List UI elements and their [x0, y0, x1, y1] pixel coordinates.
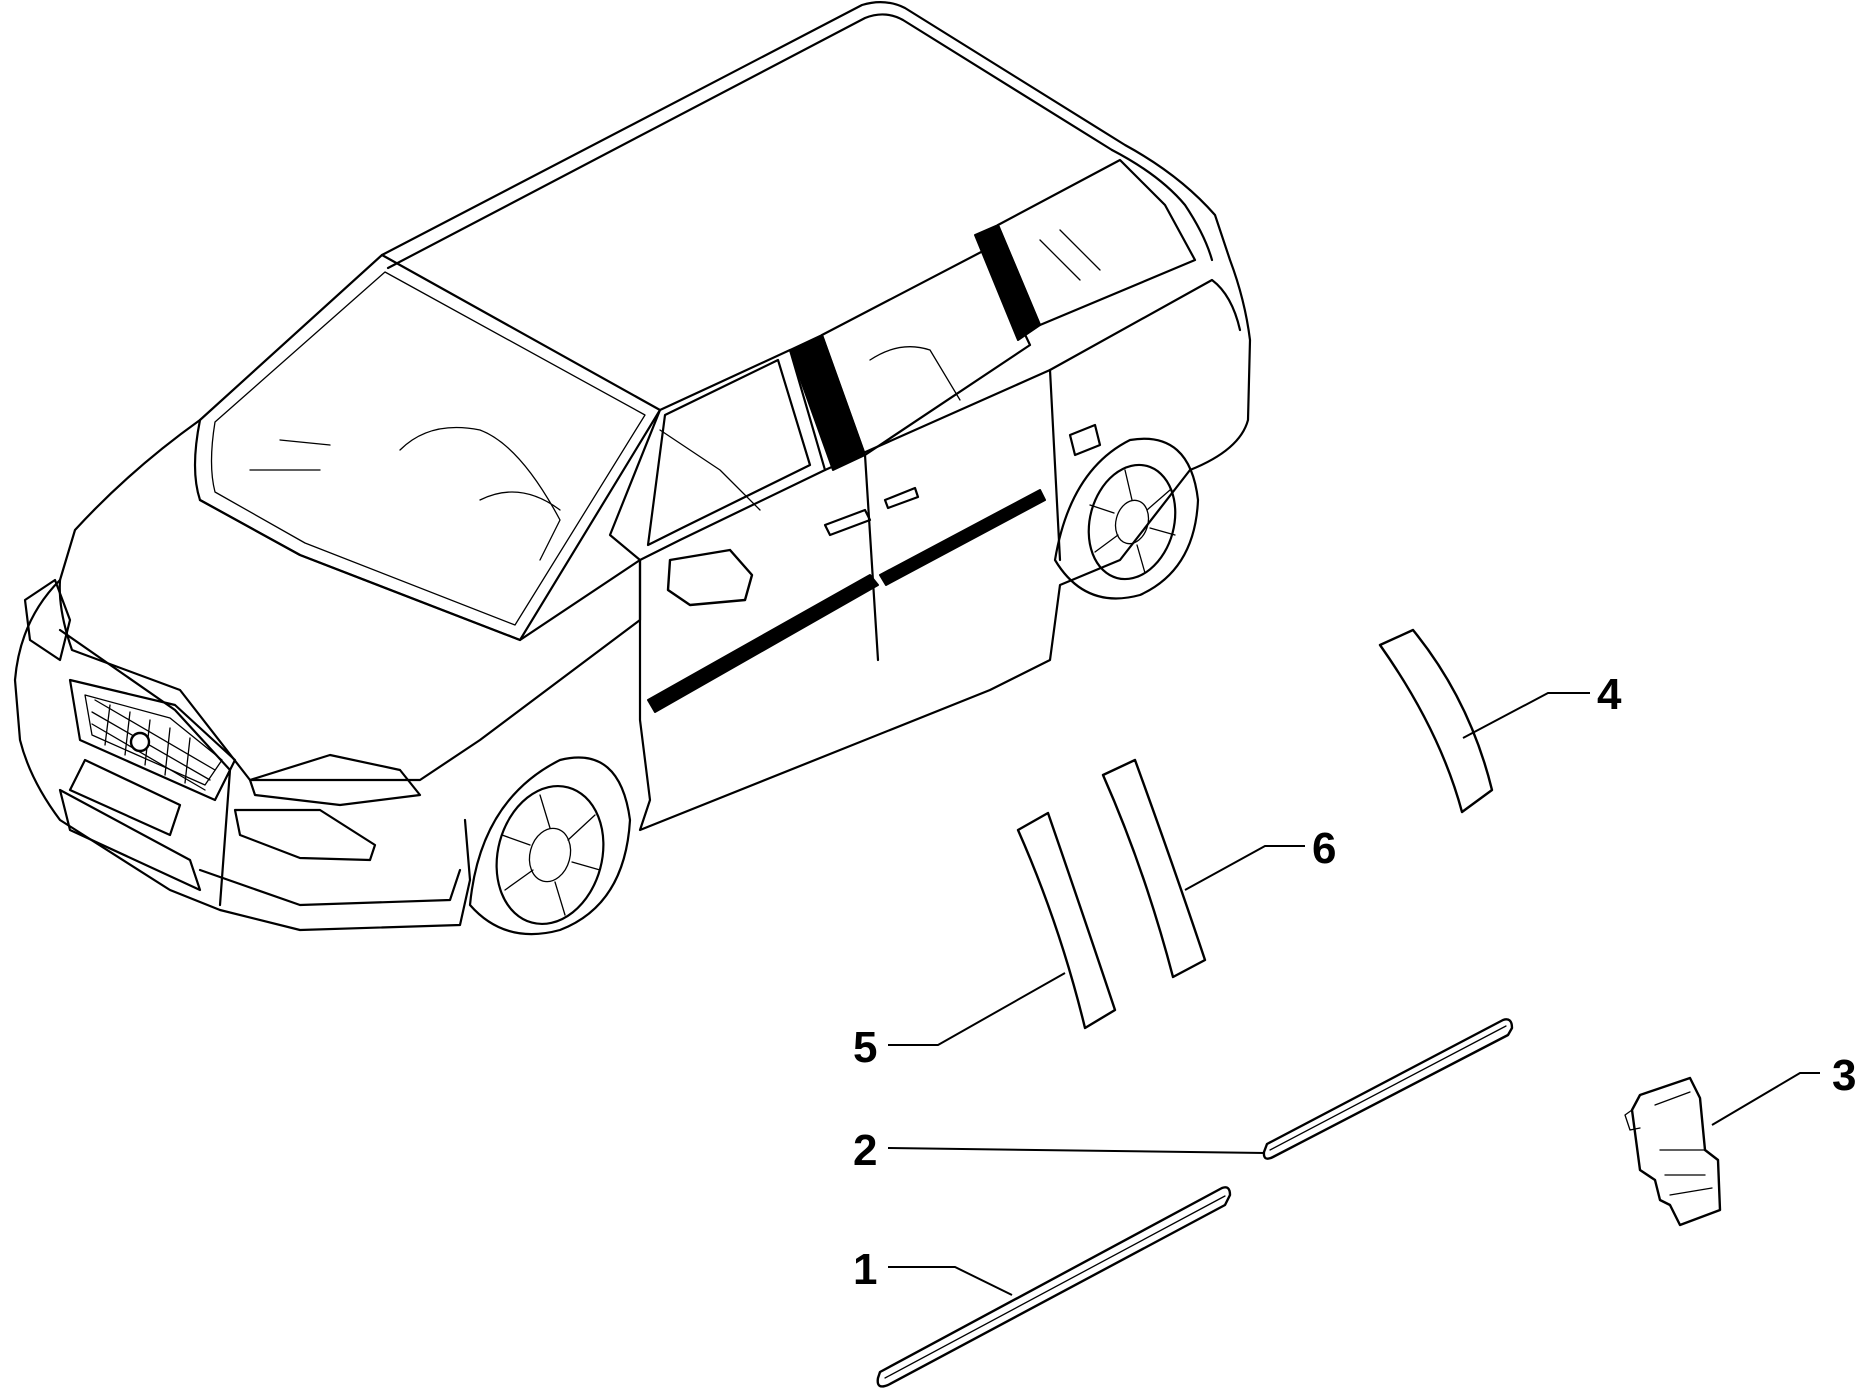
minivan-illustration: [13, 1, 1252, 936]
callout-5: 5: [853, 1023, 877, 1072]
callout-4: 4: [1597, 670, 1622, 719]
leader-3: [1711, 1072, 1820, 1126]
callout-3: 3: [1832, 1051, 1856, 1100]
part-2-upper-door-molding[interactable]: [1262, 1018, 1514, 1160]
callout-6: 6: [1312, 824, 1336, 873]
callout-1: 1: [853, 1245, 877, 1294]
leader-2: [887, 1147, 1266, 1154]
leader-lines: [887, 692, 1820, 1296]
leader-6: [1184, 845, 1305, 891]
callout-2: 2: [853, 1126, 877, 1175]
part-4-c-pillar-trim[interactable]: [1378, 628, 1494, 814]
leader-1: [888, 1266, 1013, 1296]
part-1-lower-door-molding[interactable]: [876, 1186, 1232, 1388]
front-wheel: [468, 756, 632, 936]
rear-wheel: [1053, 437, 1200, 600]
part-6-b-pillar-trim-rear[interactable]: [1101, 758, 1207, 979]
part-5-b-pillar-trim-front[interactable]: [1016, 811, 1117, 1030]
part-3-molding-clip[interactable]: [1624, 1076, 1722, 1227]
leader-5: [888, 972, 1066, 1046]
leader-4: [1462, 692, 1590, 739]
